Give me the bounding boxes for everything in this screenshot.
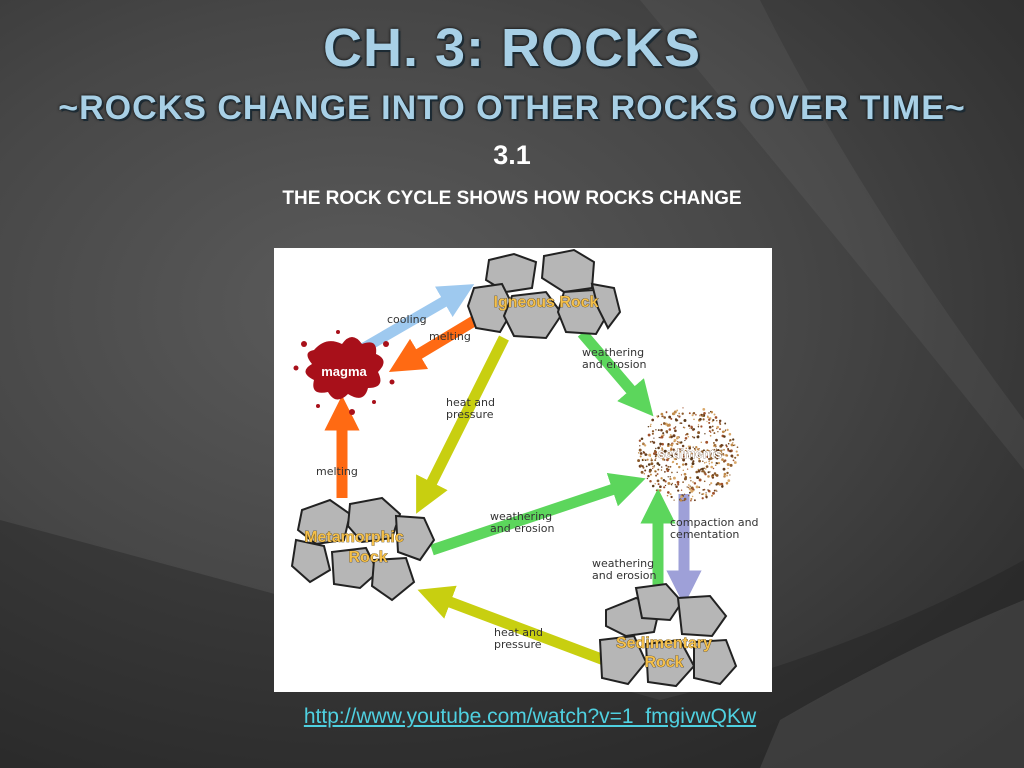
label-compaction-1: compaction and: [670, 516, 759, 529]
section-number: 3.1: [493, 140, 531, 170]
metamorphic-rock-label-1: Metamorphic: [304, 529, 404, 546]
magma-label: magma: [321, 364, 367, 379]
label-weathering-igneous-2: and erosion: [582, 358, 646, 371]
label-compaction-2: cementation: [670, 528, 739, 541]
label-heat-pressure-b-1: heat and: [494, 626, 543, 639]
label-weathering-igneous-1: weathering: [582, 346, 644, 359]
metamorphic-rock-label-2: Rock: [348, 549, 387, 566]
metamorphic-rock-icon: [290, 496, 436, 602]
section-heading: THE ROCK CYCLE SHOWS HOW ROCKS CHANGE: [282, 188, 742, 209]
igneous-rock-label: Igneous Rock: [494, 294, 599, 311]
sedimentary-rock-label-1: Sedimentary: [616, 635, 712, 652]
label-melting-left: melting: [316, 465, 358, 478]
sediments-icon: [637, 407, 739, 502]
weathering-arrow-metamorphic: [430, 472, 646, 556]
slide-title: Ch. 3: Rocks: [322, 18, 702, 78]
label-cooling: cooling: [387, 313, 427, 326]
sedimentary-rock-icon: [598, 582, 738, 688]
label-weathering-metamorphic-2: and erosion: [490, 522, 554, 535]
label-weathering-sedimentary-2: and erosion: [592, 569, 656, 582]
heat-pressure-arrow-igneous: [416, 335, 509, 514]
label-heat-pressure-a-2: pressure: [446, 408, 494, 421]
label-heat-pressure-a-1: heat and: [446, 396, 495, 409]
slide-subtitle: ~Rocks change into other rocks over time…: [58, 89, 966, 127]
label-heat-pressure-b-2: pressure: [494, 638, 542, 651]
label-weathering-sedimentary-1: weathering: [592, 557, 654, 570]
weathering-arrow-igneous: [577, 329, 654, 417]
youtube-link[interactable]: http://www.youtube.com/watch?v=1_fmgivwQ…: [303, 705, 757, 728]
sediments-label: sediments: [658, 446, 722, 461]
igneous-rock-icon: [466, 248, 622, 340]
label-melting-top: melting: [429, 330, 471, 343]
rock-cycle-diagram: Igneous Rock magma sediments Metamorphic…: [274, 248, 772, 692]
cooling-arrow: [361, 284, 475, 353]
magma-icon: [293, 330, 395, 415]
label-weathering-metamorphic-1: weathering: [490, 510, 552, 523]
heat-pressure-arrow-sedimentary: [417, 585, 606, 666]
melting-arrow-igneous: [388, 313, 482, 373]
sedimentary-rock-label-2: Rock: [644, 654, 683, 671]
